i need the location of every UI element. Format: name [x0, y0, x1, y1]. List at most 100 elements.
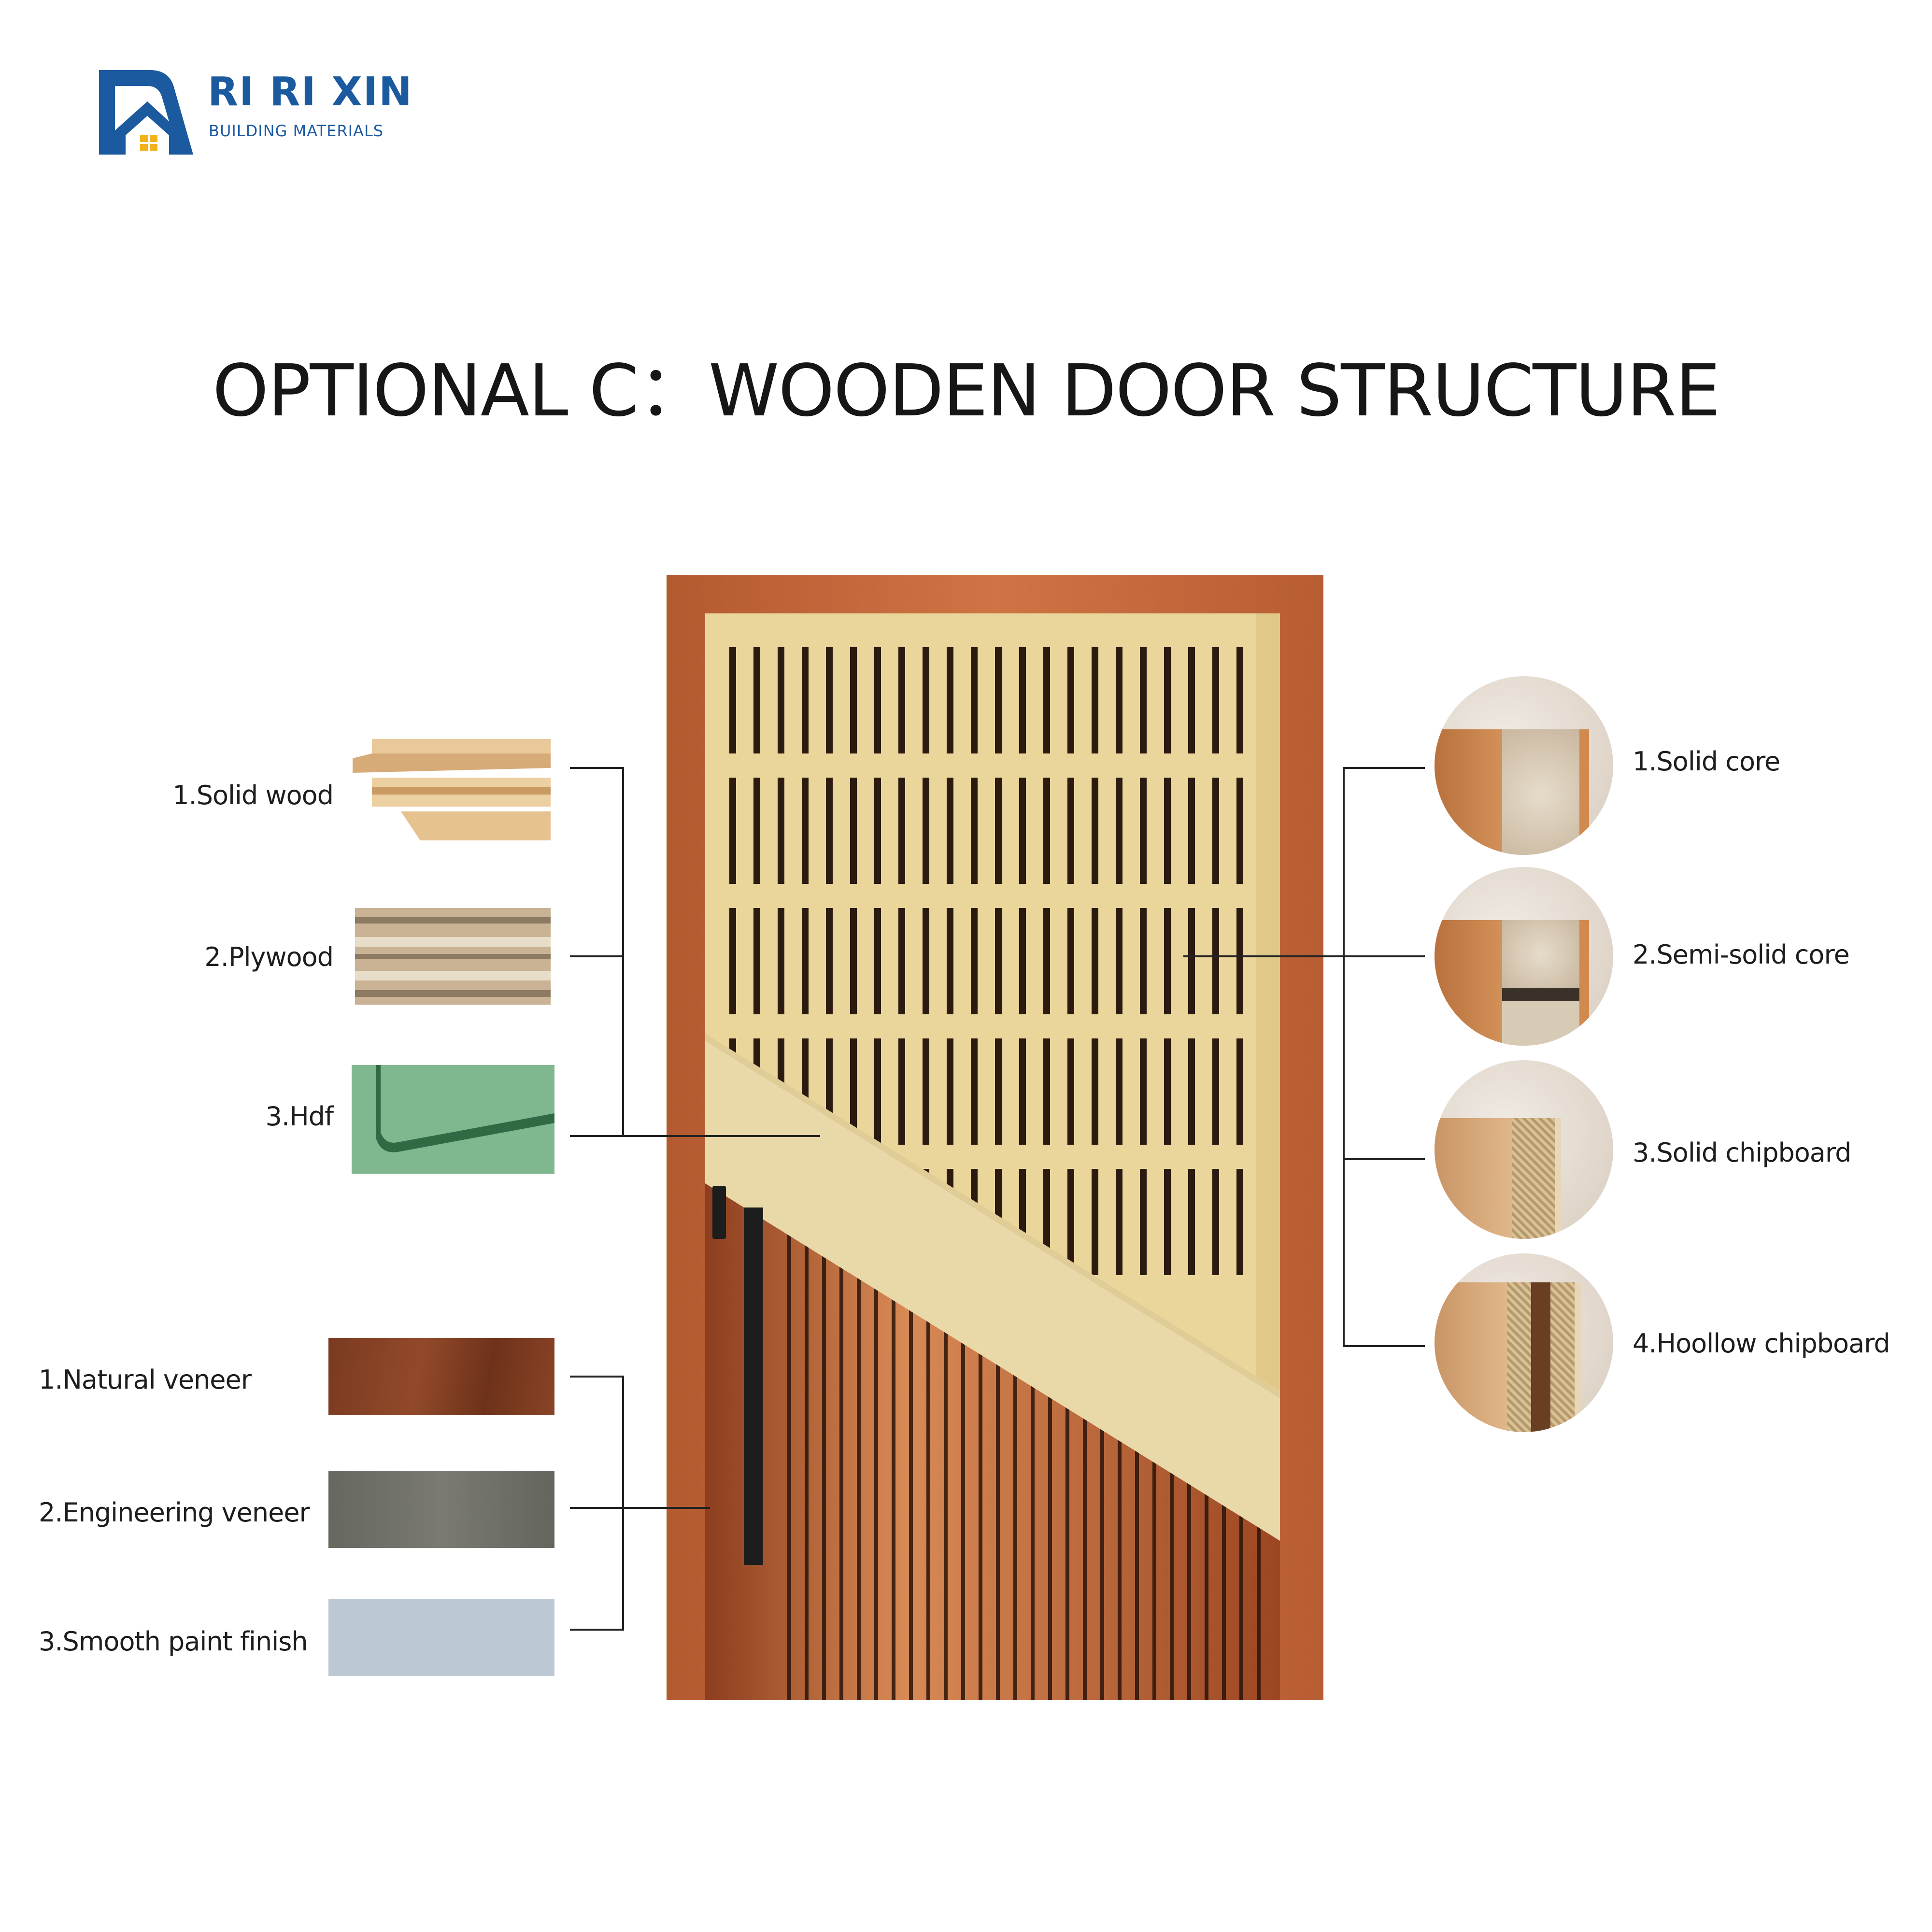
core-slot: [1164, 778, 1171, 884]
core-bracket-line: [1343, 767, 1425, 769]
core-slot: [874, 647, 881, 753]
core-slot: [826, 778, 833, 884]
core-slot: [729, 778, 736, 884]
door-lock: [712, 1186, 726, 1239]
face-slat-groove: [1048, 1183, 1052, 1700]
core-label-semi-solid-core: 2.Semi-solid core: [1633, 939, 1850, 970]
core-slot: [971, 778, 978, 884]
face-slat-groove: [892, 1183, 895, 1700]
finish-label-smooth-paint: 3.Smooth paint finish: [39, 1626, 308, 1657]
core-slot: [1140, 1169, 1147, 1275]
core-slot: [850, 908, 857, 1014]
face-slat-groove: [944, 1183, 948, 1700]
core-slot: [1116, 647, 1122, 753]
core-slot: [1092, 647, 1098, 753]
core-slot: [1019, 1038, 1026, 1145]
core-slot: [1188, 647, 1195, 753]
core-label-solid-core: 1.Solid core: [1633, 746, 1780, 777]
core-slot: [1092, 1038, 1098, 1145]
core-slot: [1164, 1038, 1171, 1145]
solid-wood-swatch: [353, 739, 551, 840]
face-slat-groove: [979, 1183, 982, 1700]
hollow-chipboard-sample: [1435, 1253, 1613, 1432]
core-slot: [874, 778, 881, 884]
natural-veneer-swatch: [328, 1338, 554, 1415]
core-slot: [1236, 778, 1243, 884]
core-slot: [947, 647, 953, 753]
face-slat-groove: [1013, 1183, 1017, 1700]
core-slot: [898, 908, 905, 1014]
core-slot: [947, 1038, 953, 1145]
frame-material-label-plywood: 2.Plywood: [204, 942, 334, 972]
core-slot: [753, 647, 760, 753]
face-slat-groove: [1065, 1183, 1069, 1700]
core-slot: [826, 908, 833, 1014]
core-slot: [1188, 1169, 1195, 1275]
core-slot: [802, 647, 809, 753]
core-slot: [729, 647, 736, 753]
core-slot: [1236, 908, 1243, 1014]
brand-subtitle: BUILDING MATERIALS: [209, 122, 384, 140]
core-slot: [971, 1038, 978, 1145]
core-slot: [778, 908, 784, 1014]
core-slot: [874, 908, 881, 1014]
core-label-hollow-chipboard: 4.Hoollow chipboard: [1633, 1328, 1890, 1359]
core-slot: [995, 1038, 1002, 1145]
face-slat-groove: [857, 1183, 861, 1700]
core-slot: [1236, 1169, 1243, 1275]
core-slot: [1140, 908, 1147, 1014]
core-slot: [1164, 1169, 1171, 1275]
core-slot: [1140, 647, 1147, 753]
core-slot: [1188, 1038, 1195, 1145]
core-slot: [923, 778, 929, 884]
face-slat-groove: [996, 1183, 1000, 1700]
core-slot: [850, 778, 857, 884]
core-slot: [1116, 1169, 1122, 1275]
hdf-band: [705, 1034, 1280, 1541]
smooth-paint-swatch: [328, 1599, 554, 1676]
core-slot: [1212, 1038, 1219, 1145]
face-slat-groove: [1083, 1183, 1087, 1700]
face-slat-groove: [822, 1183, 826, 1700]
frame-material-label-solid-wood: 1.Solid wood: [172, 780, 334, 810]
brand-name: RI RI XIN: [208, 69, 413, 115]
core-slot: [995, 908, 1002, 1014]
solid-core-sample: [1435, 676, 1613, 855]
semi-solid-core-sample: [1435, 867, 1613, 1046]
core-slot: [1019, 778, 1026, 884]
core-slot: [898, 778, 905, 884]
core-slot: [1092, 778, 1098, 884]
finish-label-engineering-veneer: 2.Engineering veneer: [39, 1497, 310, 1528]
core-slot: [1140, 778, 1147, 884]
core-slot: [802, 908, 809, 1014]
face-slat-groove: [1100, 1183, 1104, 1700]
finish-label-natural-veneer: 1.Natural veneer: [39, 1364, 252, 1395]
core-slot: [1019, 647, 1026, 753]
core-slot: [971, 908, 978, 1014]
face-slat-groove: [961, 1183, 965, 1700]
core-slot: [1188, 908, 1195, 1014]
core-slot: [1043, 1038, 1050, 1145]
core-slot: [898, 1038, 905, 1145]
core-slot: [995, 778, 1002, 884]
core-slot: [1212, 908, 1219, 1014]
core-slot: [1019, 908, 1026, 1014]
plywood-swatch: [355, 908, 551, 1005]
core-slot: [753, 778, 760, 884]
core-slot: [1116, 778, 1122, 884]
core-slot: [1067, 1169, 1074, 1275]
core-slot: [1067, 778, 1074, 884]
face-slat-groove: [909, 1183, 913, 1700]
core-slot: [1212, 778, 1219, 884]
finish-bracket-line: [570, 1376, 623, 1378]
core-slot: [1092, 1169, 1098, 1275]
core-slot: [1116, 908, 1122, 1014]
core-slot: [1043, 908, 1050, 1014]
hdf-swatch: [352, 1065, 554, 1174]
frame-bracket-line: [570, 767, 623, 769]
core-slot: [1067, 908, 1074, 1014]
engineering-veneer-swatch: [328, 1471, 554, 1548]
brand-logo-icon: [99, 70, 193, 155]
core-slot: [1236, 647, 1243, 753]
core-slot: [802, 778, 809, 884]
